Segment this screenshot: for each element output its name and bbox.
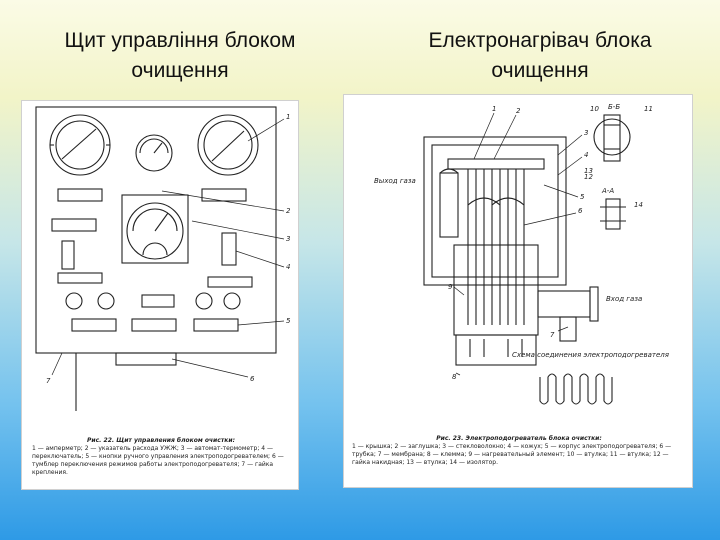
control-button [97, 292, 115, 310]
gas-inlet-label: Вход газа [606, 295, 642, 303]
nameplate [57, 272, 103, 284]
nameplate [201, 188, 247, 202]
control-panel-figure: 1 2 3 4 5 6 7 Рис. 22. Щит управления блоком о… [21, 100, 299, 490]
control-button [65, 292, 83, 310]
callout-leaders [51, 118, 285, 378]
nameplate [57, 188, 103, 202]
panel-base [115, 352, 177, 366]
left-slide-title: Щит управління блоком очищення [64, 29, 296, 82]
callout-9: 9 [448, 283, 453, 291]
callout-6: 6 [578, 207, 583, 215]
outlet-pipe [439, 168, 459, 238]
callout-3: 3 [286, 235, 290, 243]
callout-numbers: 1 2 3 4 5 6 7 [46, 113, 291, 385]
wiring-scheme-label: Схема соединения электроподогревателя [512, 351, 669, 359]
callout-12: 12 [584, 173, 593, 181]
nameplate [71, 318, 117, 332]
heating-elements [467, 169, 525, 325]
caption-title: Рис. 23. Электроподогреватель блока очис… [436, 435, 602, 442]
callout-7: 7 [46, 377, 51, 385]
callout-leaders [453, 112, 583, 376]
terminal-box [455, 334, 537, 366]
heater-drawing: Б-Б А-А Выход газа Вход газа Схема соеди… [374, 103, 669, 405]
nameplate [207, 276, 253, 288]
membrane-fitting [559, 316, 577, 342]
section-bb-detail [593, 114, 631, 162]
callout-13: 13 [584, 167, 593, 175]
ammeter-gauge-left [49, 114, 111, 176]
caption-body: 1 — амперметр; 2 — указатель расхода УЖЖ… [32, 445, 284, 476]
heater-figure: Б-Б А-А Выход газа Вход газа Схема соеди… [343, 94, 693, 488]
switch-block [61, 240, 75, 270]
heater-housing [423, 136, 567, 286]
switch-block [221, 232, 237, 266]
control-button [223, 292, 241, 310]
callout-10: 10 [590, 105, 599, 113]
caption-title: Рис. 22. Щит управления блоком очистки: [87, 437, 235, 444]
right-slide-title: Електронагрівач блока очищення [428, 29, 652, 82]
nameplate [131, 318, 177, 332]
inlet-pipe [537, 286, 599, 322]
callout-2: 2 [516, 107, 521, 115]
gas-outlet-label: Выход газа [374, 177, 416, 185]
callout-7: 7 [550, 331, 555, 339]
caption-body: 1 — крышка; 2 — заглушка; 3 — стекловоло… [352, 443, 672, 466]
heater-body [453, 244, 539, 336]
heater-inner-casing [431, 144, 559, 278]
callout-6: 6 [250, 375, 255, 383]
callout-14: 14 [634, 201, 643, 209]
callout-11: 11 [644, 105, 653, 113]
nameplate [51, 218, 97, 232]
section-bb-label: Б-Б [608, 103, 620, 111]
callout-3: 3 [584, 129, 588, 137]
callout-5: 5 [580, 193, 585, 201]
figure-caption: Рис. 22. Щит управления блоком очистки: … [32, 437, 290, 477]
thermometer-gauge [121, 194, 189, 264]
toggle-switch [141, 294, 175, 308]
callout-4: 4 [286, 263, 290, 271]
control-button [195, 292, 213, 310]
flow-indicator-gauge [135, 134, 173, 172]
callout-1: 1 [286, 113, 290, 121]
wiring-scheme [539, 373, 613, 405]
figure-caption: Рис. 23. Электроподогреватель блока очис… [352, 435, 686, 467]
callout-8: 8 [452, 373, 457, 381]
callout-2: 2 [286, 207, 291, 215]
top-cover [447, 158, 545, 170]
section-aa-label: А-А [601, 187, 614, 195]
callout-5: 5 [286, 317, 291, 325]
callout-1: 1 [492, 105, 496, 113]
control-panel-drawing: 1 2 3 4 5 6 7 [35, 106, 291, 411]
nameplate [193, 318, 239, 332]
ammeter-gauge-right [197, 114, 259, 176]
callout-4: 4 [584, 151, 588, 159]
section-aa-detail [600, 198, 626, 230]
